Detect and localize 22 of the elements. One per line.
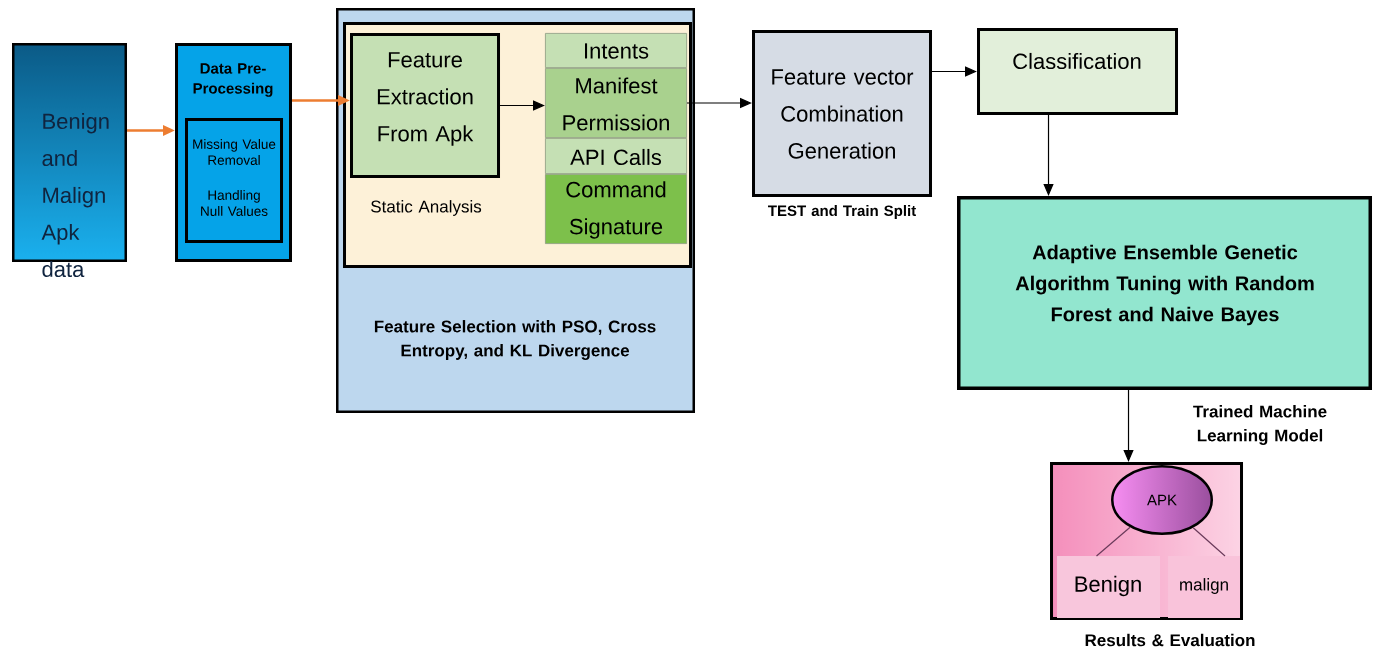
process-box: Feature vector Combination Generation [752, 30, 932, 197]
class-cell: Benign [1057, 556, 1160, 618]
process-box: Classification [977, 28, 1178, 115]
process-box: Missing Value Removal Handling Null Values [185, 118, 283, 243]
model-box: Adaptive Ensemble Genetic Algorithm Tuning with Random Forest and Naive Bayes [957, 196, 1372, 390]
list-cell: API Calls [545, 138, 687, 174]
arrow [499, 100, 545, 111]
data-box: Benign and Malign Apk data [12, 43, 127, 278]
arrow [1123, 389, 1134, 462]
node-label: Trained Machine Learning Model [1193, 405, 1327, 445]
list-cell: Manifest Permission [545, 68, 687, 138]
list-cell: Command Signature [545, 174, 687, 244]
node-label: Results & Evaluation [1085, 633, 1255, 647]
node-label: data [42, 260, 85, 278]
connector-line [1192, 527, 1226, 557]
arrow [1043, 114, 1054, 196]
arrow [931, 66, 977, 77]
list-cell: Intents [545, 33, 687, 68]
process-box: Feature Extraction From Apk [350, 33, 500, 178]
node-label: TEST and Train Split [768, 205, 916, 219]
class-cell: malign [1168, 556, 1240, 618]
connector-line [1095, 526, 1131, 557]
